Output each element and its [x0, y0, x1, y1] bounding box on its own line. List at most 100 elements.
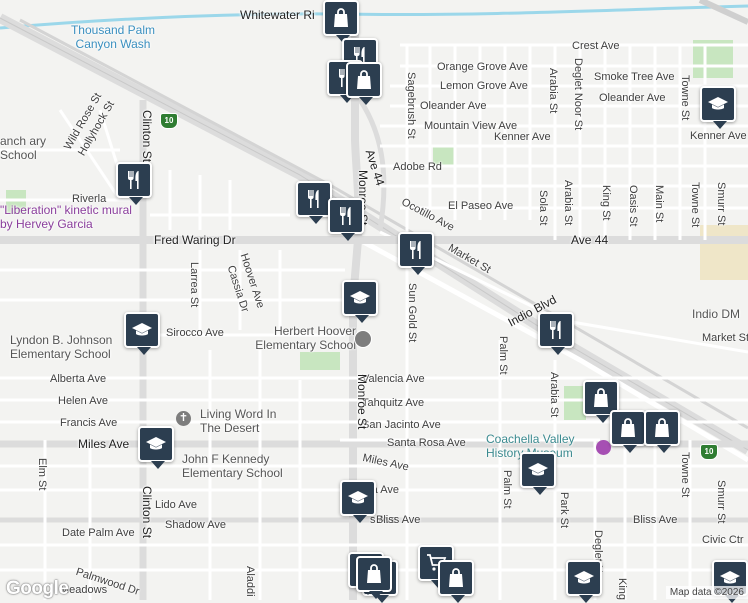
pin-shopping-6[interactable] — [438, 560, 474, 603]
pin-restaurant-7[interactable] — [538, 312, 574, 355]
place-label-indio-dm: Indio DM — [692, 307, 741, 321]
street-label: Smurr St — [715, 182, 727, 226]
street-label: Clinton St — [140, 110, 154, 163]
pin-shopping-5[interactable] — [644, 410, 680, 453]
water-label-wash: Thousand Palm Canyon Wash — [70, 23, 156, 51]
street-label: Adobe Rd — [393, 161, 442, 173]
pin-shopping-1[interactable] — [323, 0, 359, 43]
bag-icon — [367, 564, 381, 583]
school-icon — [574, 571, 594, 584]
street-label: Clinton St — [140, 486, 154, 539]
bag-icon — [357, 70, 371, 89]
bag-icon — [621, 418, 635, 437]
pin-school-1[interactable] — [342, 280, 378, 323]
fork-icon — [550, 321, 561, 339]
street-label: Fred Waring Dr — [154, 233, 236, 247]
indio-blvd — [358, 237, 748, 463]
interstate-10-shield: 10 — [700, 444, 718, 460]
street-label: Francis Ave — [60, 417, 118, 429]
map-attribution[interactable]: Map data ©2026 — [665, 586, 748, 599]
bag-icon — [449, 568, 463, 587]
fork-icon — [340, 207, 351, 225]
street-label: Market St — [702, 332, 748, 344]
pin-school-7[interactable] — [566, 560, 602, 603]
street-label: Riverla — [72, 193, 107, 205]
school-icon — [528, 463, 548, 476]
park-area — [433, 147, 455, 165]
school-icon — [132, 323, 152, 336]
poi-label-mural: "Liberation" kinetic mural by Hervey Gar… — [0, 203, 132, 231]
pin-cluster-2[interactable] — [356, 556, 392, 599]
park-area — [6, 190, 26, 214]
street-label: Larrea St — [188, 262, 200, 308]
poi-label-herbert-hoover: Herbert Hoover Elementary School — [255, 324, 356, 352]
street-label: Shadow Ave — [165, 519, 226, 531]
street-label: Civic Ctr — [702, 534, 744, 546]
school-icon[interactable] — [354, 330, 372, 348]
poi-label-ranch-school: anch ary School — [0, 134, 47, 162]
street-label: Towne St — [679, 75, 691, 121]
street-label: Towne St — [679, 452, 691, 498]
street-label: Tahquitz Ave — [362, 397, 425, 409]
interstate-10-shield: 10 — [160, 113, 178, 129]
street-label: Oleander Ave — [599, 92, 666, 104]
street-label: Sola St — [537, 190, 549, 226]
pin-shopping-2[interactable] — [346, 62, 382, 105]
street-label: Elm St — [36, 458, 48, 491]
pin-school-6[interactable] — [700, 86, 736, 129]
street-label: San Jacinto Ave — [362, 419, 441, 431]
street-label: Mountain View Ave — [424, 120, 518, 132]
street-label: Oleander Ave — [420, 100, 487, 112]
street-label: Palm St — [497, 336, 509, 375]
street-label: Smurr St — [715, 480, 727, 524]
street-label: Oasis St — [627, 185, 639, 227]
street-label: Date Palm Ave — [62, 527, 135, 539]
street-label: Smoke Tree Ave — [594, 71, 675, 83]
street-label: Ave 44 — [571, 233, 609, 247]
pin-school-2[interactable] — [124, 312, 160, 355]
bag-icon — [655, 418, 669, 437]
fork-icon — [128, 171, 139, 189]
park-area — [564, 386, 586, 420]
school-icon — [146, 437, 166, 450]
pin-shopping-4[interactable] — [610, 410, 646, 453]
google-logo: Google — [6, 578, 69, 599]
street-label: Kenner Ave — [494, 131, 551, 143]
street-label: Towne St — [689, 182, 701, 228]
street-label: Santa Rosa Ave — [387, 437, 466, 449]
pin-restaurant-3[interactable] — [116, 162, 152, 205]
poi-label-lbj: Lyndon B. Johnson Elementary School — [10, 333, 113, 361]
street-label: Orange Grove Ave — [437, 61, 528, 73]
bag-icon — [334, 8, 348, 27]
street-label: Arabia St — [548, 372, 560, 418]
park-area — [300, 352, 340, 370]
school-icon — [720, 571, 740, 584]
street-label: Meadows — [60, 584, 108, 596]
street-label: Main St — [653, 185, 665, 223]
museum-icon[interactable] — [596, 440, 611, 455]
street-label: Sun Gold St — [406, 283, 418, 343]
fork-icon — [308, 190, 319, 208]
street-label: King St — [600, 185, 612, 221]
church-icon[interactable]: ✝ — [176, 411, 191, 426]
street-label: Sirocco Ave — [166, 327, 224, 339]
street-label: Palm St — [501, 470, 513, 509]
pin-school-5[interactable] — [340, 480, 376, 523]
pin-school-3[interactable] — [138, 426, 174, 469]
street-label: King — [616, 578, 628, 601]
pin-school-4[interactable] — [520, 452, 556, 495]
street-label: Helen Ave — [58, 395, 108, 407]
fork-icon — [410, 241, 421, 259]
street-label: Sagebrush St — [405, 72, 417, 139]
pin-restaurant-5[interactable] — [328, 198, 364, 241]
street-label: Bliss Ave — [376, 514, 421, 526]
pin-restaurant-4[interactable] — [296, 181, 332, 224]
street-label: El Paseo Ave — [448, 200, 514, 212]
street-label: Park St — [558, 492, 570, 529]
poi-label-living-word: Living Word In The Desert — [200, 407, 277, 435]
street-label: Whitewater Ri — [240, 8, 315, 22]
street-label: Deglet Noor St — [572, 58, 584, 131]
highway-corner — [698, 0, 748, 25]
school-icon — [350, 291, 370, 304]
pin-restaurant-6[interactable] — [398, 232, 434, 275]
